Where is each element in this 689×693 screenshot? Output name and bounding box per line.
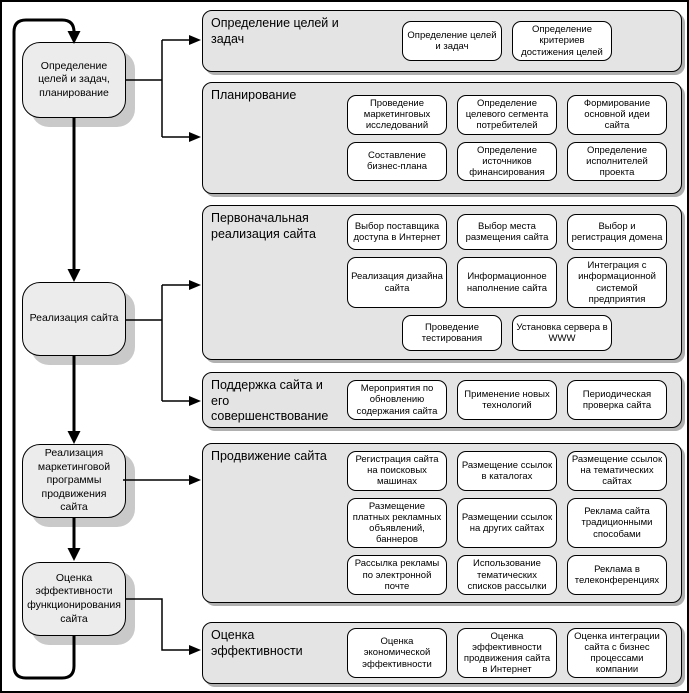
task-box: Определение критериев достижения целей: [512, 21, 612, 61]
task-box: Определение источников финансирования: [457, 141, 557, 182]
task-box: Установка сервера в WWW: [512, 314, 612, 351]
task-box: Определение исполнителей проекта: [567, 141, 667, 182]
task-row: Составление бизнес-плана Определение ист…: [343, 141, 671, 182]
task-box: Оценка экономической эффективности: [347, 627, 447, 679]
stage-box-site-realization: Реализация сайта: [22, 282, 126, 356]
branch-connectors: [123, 35, 201, 655]
arrowhead-right-icon: [189, 280, 201, 290]
task-box: Реализация дизайна сайта: [347, 257, 447, 308]
arrowhead-right-icon: [189, 132, 201, 142]
task-row: Размещение платных рекламных объявлений,…: [343, 497, 671, 549]
panel-promotion: Продвижение сайта Регистрация сайта на п…: [202, 443, 682, 603]
panel-items: Определение целей и задач Определение кр…: [343, 11, 671, 71]
task-row: Мероприятия по обновлению содержания сай…: [343, 380, 671, 420]
arrowhead-right-icon: [189, 475, 201, 485]
task-box: Оценка эффективности продвижения сайта в…: [457, 627, 557, 679]
arrowhead-right-icon: [189, 396, 201, 406]
task-row: Проведение тестирования Установка сервер…: [343, 314, 671, 351]
task-box: Мероприятия по обновлению содержания сай…: [347, 380, 447, 420]
panel-title: Поддержка сайта и его совершенствование: [211, 378, 329, 424]
panel-items: Выбор поставщика доступа в Интернет Выбо…: [343, 206, 671, 359]
task-row: Реализация дизайна сайта Информационное …: [343, 257, 671, 308]
task-box: Рассылка рекламы по электронной почте: [347, 555, 447, 596]
task-box: Формирование основной идеи сайта: [567, 94, 667, 135]
arrowhead-right-icon: [189, 35, 201, 45]
panel-effectiveness: Оценка эффективности Оценка экономическо…: [202, 622, 682, 684]
panel-title: Планирование: [211, 88, 297, 102]
task-box: Выбор места размещения сайта: [457, 214, 557, 251]
panel-title: Первоначальная реализация сайта: [211, 211, 316, 241]
task-row: Выбор поставщика доступа в Интернет Выбо…: [343, 214, 671, 251]
stage-box-goals-planning: Определение целей и задач, планирование: [22, 42, 126, 118]
task-box: Проведение тестирования: [402, 314, 502, 351]
task-box: Размещение ссылок в каталогах: [457, 450, 557, 491]
task-row: Проведение маркетинговых исследований Оп…: [343, 94, 671, 135]
task-box: Реклама сайта традиционными способами: [567, 497, 667, 549]
panel-title: Определение целей и задач: [211, 16, 339, 46]
arrowhead-right-icon: [189, 645, 201, 655]
panel-title: Оценка эффективности: [211, 628, 303, 658]
task-box: Определение целей и задач: [402, 21, 502, 61]
task-box: Оценка интеграции сайта с бизнес процесс…: [567, 627, 667, 679]
task-row: Регистрация сайта на поисковых машинах Р…: [343, 450, 671, 491]
task-box: Реклама в телеконференциях: [567, 555, 667, 596]
task-box: Применение новых технологий: [457, 380, 557, 420]
arrowhead-down-icon: [67, 269, 81, 282]
panel-items: Регистрация сайта на поисковых машинах Р…: [343, 444, 671, 602]
arrowhead-down-icon: [67, 431, 81, 444]
panel-items: Проведение маркетинговых исследований Оп…: [343, 83, 671, 193]
task-box: Размещение платных рекламных объявлений,…: [347, 497, 447, 549]
task-box: Регистрация сайта на поисковых машинах: [347, 450, 447, 491]
task-box: Выбор и регистрация домена: [567, 214, 667, 251]
task-box: Информационное наполнение сайта: [457, 257, 557, 308]
task-box: Выбор поставщика доступа в Интернет: [347, 214, 447, 251]
task-box: Размещении ссылок на других сайтах: [457, 497, 557, 549]
task-box: Проведение маркетинговых исследований: [347, 94, 447, 135]
task-box: Определение целевого сегмента потребител…: [457, 94, 557, 135]
task-box: Интеграция с информационной системой пре…: [567, 257, 667, 308]
panel-items: Мероприятия по обновлению содержания сай…: [343, 373, 671, 427]
stage-box-marketing-program: Реализация маркетинговой программы продв…: [22, 444, 126, 518]
task-box: Периодическая проверка сайта: [567, 380, 667, 420]
arrowhead-down-icon: [67, 548, 81, 561]
panel-items: Оценка экономической эффективности Оценк…: [343, 623, 671, 683]
task-row: Оценка экономической эффективности Оценк…: [343, 627, 671, 679]
panel-initial-realization: Первоначальная реализация сайта Выбор по…: [202, 205, 682, 360]
stage-box-effectiveness: Оценка эффективности функционирования са…: [22, 562, 126, 636]
panel-support: Поддержка сайта и его совершенствование …: [202, 372, 682, 428]
task-row: Определение целей и задач Определение кр…: [343, 21, 671, 61]
task-box: Размещение ссылок на тематических сайтах: [567, 450, 667, 491]
task-box: Использование тематических списков рассы…: [457, 555, 557, 596]
panel-title: Продвижение сайта: [211, 449, 327, 463]
panel-goals: Определение целей и задач Определение це…: [202, 10, 682, 72]
task-box: Составление бизнес-плана: [347, 141, 447, 182]
panel-planning: Планирование Проведение маркетинговых ис…: [202, 82, 682, 194]
task-row: Рассылка рекламы по электронной почте Ис…: [343, 555, 671, 596]
